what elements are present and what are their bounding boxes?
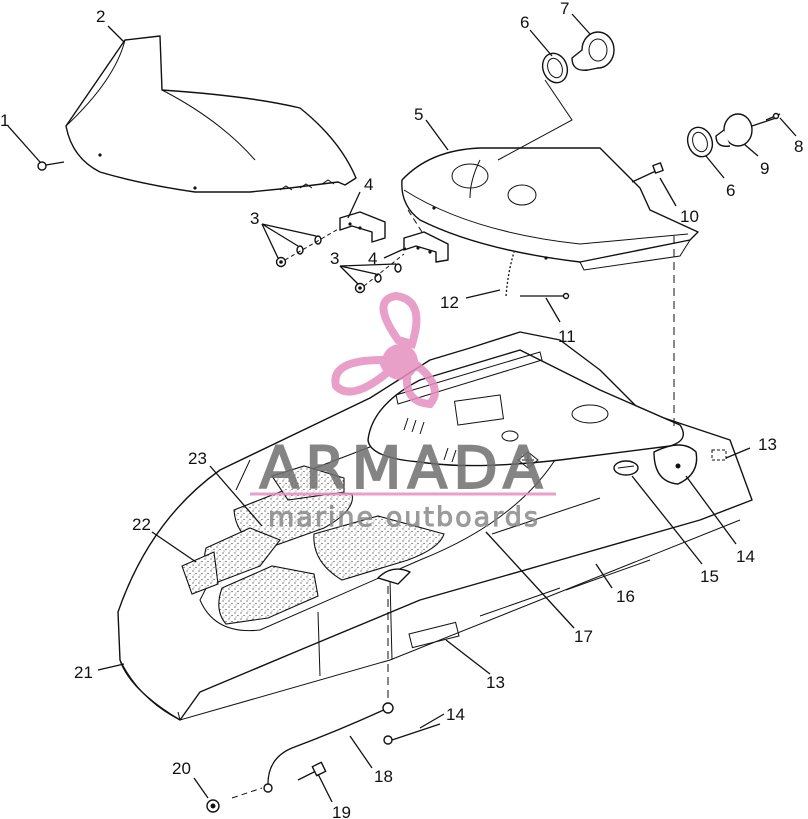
leader-lines bbox=[7, 13, 797, 803]
assembly-lines bbox=[231, 209, 675, 799]
callout-19: 19 bbox=[332, 803, 351, 819]
screw-part-10 bbox=[631, 162, 664, 183]
screw-part-14-lower bbox=[383, 723, 441, 745]
callout-12: 12 bbox=[440, 293, 459, 312]
callout-13-upper: 13 bbox=[758, 435, 777, 454]
callout-11: 11 bbox=[558, 327, 576, 346]
dash-panel bbox=[401, 147, 699, 271]
callout-2: 2 bbox=[96, 7, 105, 26]
watermark-brand: ARMADA bbox=[259, 434, 548, 502]
bezel-ring-part-6-lower bbox=[686, 126, 714, 158]
callout-23: 23 bbox=[188, 449, 207, 468]
nuts-washers-part-3-upper bbox=[275, 227, 341, 268]
nut-part-20 bbox=[206, 799, 220, 813]
callout-6-lower: 6 bbox=[726, 181, 735, 200]
callout-21: 21 bbox=[74, 663, 93, 682]
callout-16: 16 bbox=[616, 587, 635, 606]
callout-20: 20 bbox=[172, 759, 191, 778]
callout-7: 7 bbox=[560, 0, 569, 18]
callout-13-lower: 13 bbox=[486, 673, 505, 692]
callout-18: 18 bbox=[374, 767, 393, 786]
callout-9: 9 bbox=[760, 159, 769, 178]
screw-part-1 bbox=[37, 161, 65, 171]
bezel-ring-part-6-upper bbox=[497, 52, 573, 161]
console-body bbox=[117, 331, 753, 721]
callout-14-lower: 14 bbox=[446, 705, 465, 724]
callout-3-lower: 3 bbox=[330, 249, 339, 268]
callout-1: 1 bbox=[0, 111, 9, 130]
wire-harness-part-12 bbox=[505, 251, 515, 297]
watermark: ARMADA marine outboards bbox=[250, 291, 556, 534]
gauge-part-9 bbox=[715, 113, 777, 147]
callout-15: 15 bbox=[700, 567, 719, 586]
callout-10: 10 bbox=[680, 207, 699, 226]
watermark-tagline: marine outboards bbox=[268, 502, 540, 533]
bolt-part-19 bbox=[297, 761, 327, 781]
callout-6-upper: 6 bbox=[520, 13, 529, 32]
callout-4-upper: 4 bbox=[364, 175, 373, 194]
propeller-logo bbox=[331, 291, 439, 409]
bracket-part-4-upper bbox=[339, 211, 386, 243]
cable-part-18 bbox=[263, 702, 394, 793]
callout-5: 5 bbox=[414, 105, 423, 124]
callout-14-upper: 14 bbox=[736, 547, 755, 566]
bracket-part-4-lower bbox=[403, 231, 449, 263]
callout-4-lower: 4 bbox=[368, 249, 377, 268]
callout-22: 22 bbox=[132, 515, 151, 534]
nuts-washers-part-3-lower bbox=[354, 253, 405, 294]
gauge-part-7 bbox=[571, 31, 615, 71]
callout-3-upper: 3 bbox=[250, 209, 259, 228]
callout-17: 17 bbox=[574, 627, 593, 646]
rod-part-8 bbox=[765, 112, 781, 121]
windshield bbox=[65, 35, 357, 193]
callout-8: 8 bbox=[794, 137, 803, 156]
cable-tie-part-11 bbox=[520, 292, 570, 300]
